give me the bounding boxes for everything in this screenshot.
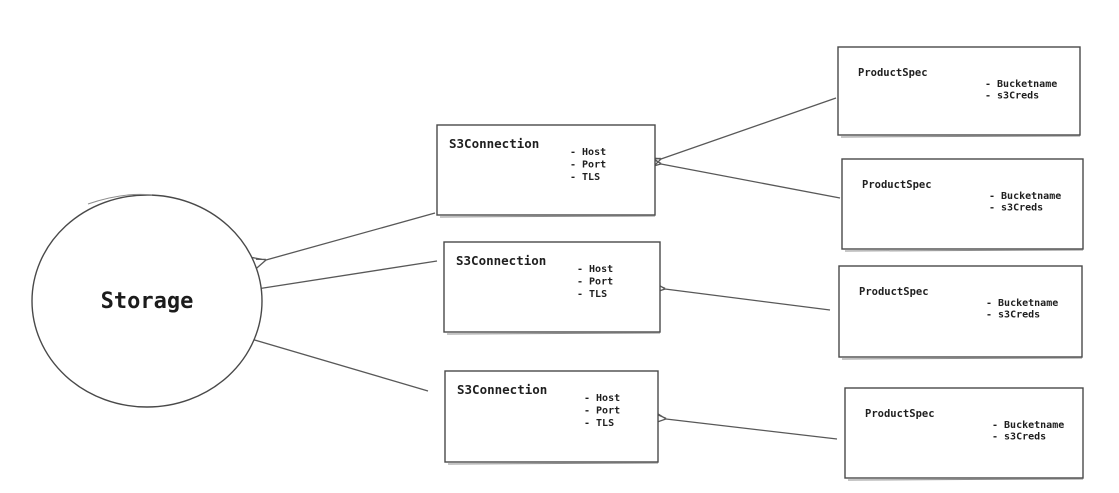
s3connection-1-attr-host: - Host [570,147,606,158]
s3connection-2-attr-host: - Host [577,264,613,275]
productspec-4-attr-s3creds: - s3Creds [992,432,1046,443]
arrow-s3connection1-to-storage [252,212,436,270]
productspec-1-attr-s3creds: - s3Creds [985,91,1039,102]
node-s3connection-3[interactable]: S3Connection - Host - Port - TLS [444,370,659,465]
s3connection-1-title: S3Connection [449,136,539,151]
productspec-1-box[interactable] [837,46,1081,136]
productspec-2-box[interactable] [841,158,1084,250]
s3connection-3-attr-port: - Port [584,406,620,417]
s3connection-1-attr-port: - Port [570,160,606,171]
arrow-productspec1-to-s3connection1 [647,97,837,170]
node-storage[interactable]: Storage [31,193,263,408]
productspec-3-title: ProductSpec [859,286,929,298]
arrow-productspec3-to-s3connection2 [651,280,831,311]
node-productspec-4[interactable]: ProductSpec - Bucketname - s3Creds [844,387,1084,481]
s3connection-1-attr-tls: - TLS [570,172,600,183]
productspec-3-attr-bucketname: - Bucketname [986,298,1058,309]
node-s3connection-1[interactable]: S3Connection - Host - Port - TLS [436,124,656,218]
s3connection-3-sketch-stroke [447,462,659,465]
productspec-3-attr-s3creds: - s3Creds [986,310,1040,321]
s3connection-2-sketch-stroke [446,332,661,335]
productspec-4-sketch-stroke [847,478,1084,481]
productspec-4-title: ProductSpec [865,408,935,420]
node-productspec-1[interactable]: ProductSpec - Bucketname - s3Creds [837,46,1081,138]
node-productspec-2[interactable]: ProductSpec - Bucketname - s3Creds [841,158,1084,252]
s3connection-2-attr-port: - Port [577,277,613,288]
s3connection-1-box[interactable] [436,124,656,216]
s3connection-2-title: S3Connection [456,253,546,268]
productspec-2-sketch-stroke [844,249,1084,252]
s3connection-3-title: S3Connection [457,382,547,397]
productspec-3-box[interactable] [838,265,1083,358]
node-productspec-3[interactable]: ProductSpec - Bucketname - s3Creds [838,265,1083,360]
productspec-2-title: ProductSpec [862,179,932,191]
productspec-2-attr-bucketname: - Bucketname [989,191,1061,202]
s3connection-2-box[interactable] [443,241,661,333]
s3connection-3-attr-tls: - TLS [584,418,614,429]
productspec-1-sketch-stroke [840,135,1081,138]
arrow-productspec4-to-s3connection3 [652,411,838,440]
storage-circle-sketch-stroke [87,193,153,205]
s3connection-3-box[interactable] [444,370,659,463]
storage-label: Storage [101,289,194,314]
productspec-3-sketch-stroke [841,357,1083,360]
arrow-productspec2-to-s3connection1 [647,155,841,199]
s3connection-2-attr-tls: - TLS [577,289,607,300]
s3connection-1-sketch-stroke [439,215,656,218]
productspec-4-attr-bucketname: - Bucketname [992,420,1064,431]
productspec-1-title: ProductSpec [858,67,928,79]
productspec-1-attr-bucketname: - Bucketname [985,79,1057,90]
node-s3connection-2[interactable]: S3Connection - Host - Port - TLS [443,241,661,335]
arrow-s3connection3-to-storage [234,328,429,392]
productspec-4-box[interactable] [844,387,1084,479]
arrow-s3connection2-to-storage [243,260,438,298]
productspec-2-attr-s3creds: - s3Creds [989,203,1043,214]
s3connection-3-attr-host: - Host [584,393,620,404]
